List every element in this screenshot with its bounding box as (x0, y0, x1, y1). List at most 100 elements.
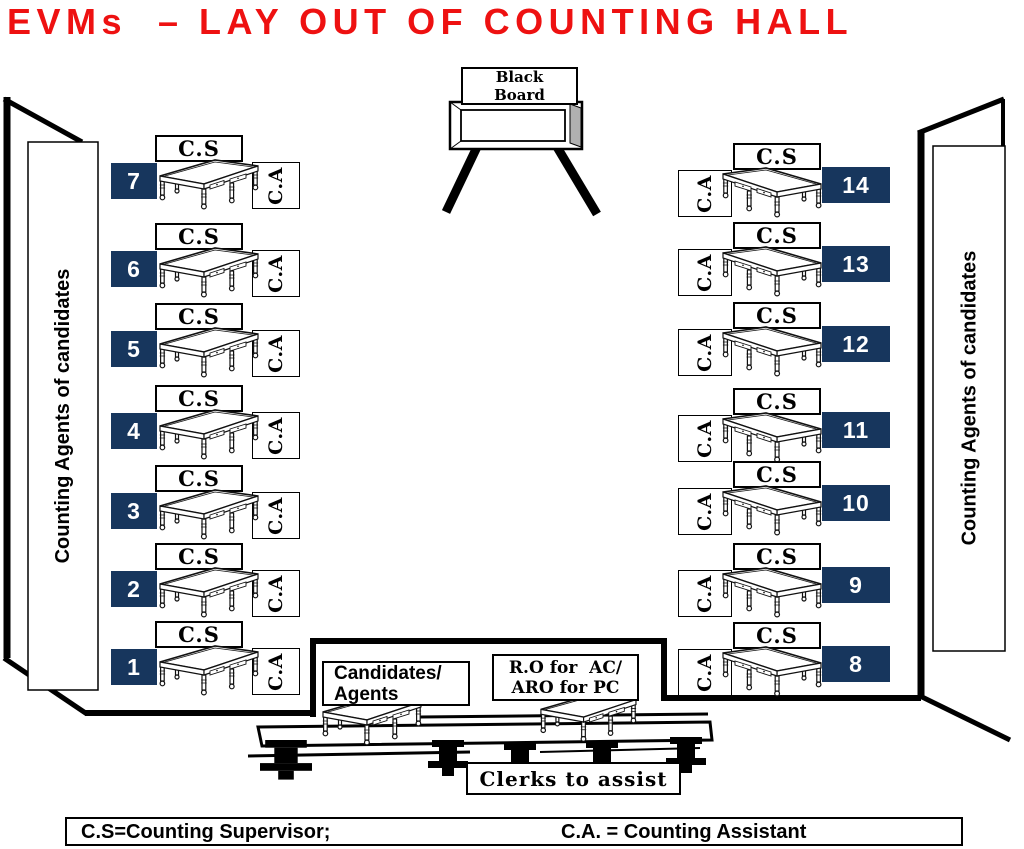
legend-box: C.S=Counting Supervisor; C.A. = Counting… (65, 817, 963, 846)
ca-label-box: C.A (252, 412, 300, 459)
left-wall (2, 96, 99, 717)
table-illustration (159, 327, 259, 378)
table-illustration (159, 567, 259, 618)
table-number-badge: 7 (111, 163, 157, 199)
cs-label: C.S (756, 223, 798, 248)
ca-label: C.A (694, 653, 716, 692)
table-number-badge: 6 (111, 251, 157, 287)
cs-label: C.S (178, 224, 220, 249)
table-unit-1: C.S 1 C.A (110, 621, 330, 703)
table-unit-7: C.S 7 C.A (110, 135, 330, 217)
ro-aro-box: R.O for AC/ ARO for PC (492, 654, 639, 701)
cs-label: C.S (756, 623, 798, 648)
table-number-badge: 8 (822, 646, 890, 682)
blackboard-label-box: Black Board (461, 67, 578, 105)
clerks-label: Clerks to assist (479, 766, 668, 791)
table-illustration (722, 567, 822, 618)
ca-label: C.A (265, 652, 287, 691)
candidates-line1: Candidates/ (334, 663, 442, 684)
right-wall (916, 96, 1012, 743)
ca-label-box: C.A (252, 250, 300, 297)
table-unit-9: C.A C.S 9 (676, 543, 896, 625)
legend-ca: C.A. = Counting Assistant (561, 821, 807, 843)
table-number: 4 (127, 417, 141, 444)
cs-label: C.S (178, 466, 220, 491)
table-number: 1 (127, 653, 141, 680)
ca-label: C.A (265, 496, 287, 535)
table-number-badge: 11 (822, 412, 890, 448)
ca-label: C.A (265, 254, 287, 293)
cs-label: C.S (756, 303, 798, 328)
table-unit-4: C.S 4 C.A (110, 385, 330, 467)
ca-label: C.A (265, 416, 287, 455)
cs-label-box: C.S (155, 621, 243, 648)
ca-label: C.A (694, 492, 716, 531)
table-number: 13 (842, 250, 870, 277)
ca-label: C.A (694, 333, 716, 372)
legend-cs: C.S=Counting Supervisor; (81, 821, 331, 843)
clerks-box: Clerks to assist (466, 762, 681, 795)
table-number-badge: 3 (111, 493, 157, 529)
cs-label-box: C.S (155, 465, 243, 492)
table-number-badge: 10 (822, 485, 890, 521)
cs-label: C.S (178, 622, 220, 647)
table-number-badge: 14 (822, 167, 890, 203)
left-wall-label: Counting Agents of candidates (51, 268, 74, 564)
table-illustration (722, 246, 822, 297)
cs-label-box: C.S (733, 461, 821, 488)
cs-label: C.S (756, 462, 798, 487)
table-number: 3 (127, 497, 141, 524)
table-number-badge: 12 (822, 326, 890, 362)
table-number-badge: 5 (111, 331, 157, 367)
ca-label-box: C.A (252, 162, 300, 209)
ca-label: C.A (694, 574, 716, 613)
cs-label: C.S (178, 544, 220, 569)
cs-label: C.S (178, 136, 220, 161)
ca-label: C.A (265, 166, 287, 205)
cs-label-box: C.S (733, 302, 821, 329)
ca-label-box: C.A (252, 492, 300, 539)
ca-label-box: C.A (252, 330, 300, 377)
table-unit-6: C.S 6 C.A (110, 223, 330, 305)
cs-label-box: C.S (155, 385, 243, 412)
candidates-agents-box: Candidates/ Agents (322, 661, 470, 706)
table-number: 12 (842, 330, 870, 357)
cs-label-box: C.S (733, 622, 821, 649)
table-number: 9 (849, 571, 863, 598)
cs-label: C.S (756, 144, 798, 169)
table-illustration (159, 489, 259, 540)
ro-line2: ARO for PC (511, 677, 620, 698)
table-unit-14: C.A C.S 14 (676, 143, 896, 225)
table-number: 14 (842, 171, 870, 198)
blackboard-label-line1: Black (495, 68, 544, 86)
table-unit-11: C.A C.S 11 (676, 388, 896, 470)
table-number-badge: 9 (822, 567, 890, 603)
table-unit-13: C.A C.S 13 (676, 222, 896, 304)
table-illustration (159, 645, 259, 696)
table-number-badge: 1 (111, 649, 157, 685)
ca-label: C.A (265, 574, 287, 613)
cs-label-box: C.S (155, 543, 243, 570)
table-number-badge: 4 (111, 413, 157, 449)
cs-label: C.S (178, 386, 220, 411)
table-number: 6 (127, 255, 141, 282)
table-number-badge: 13 (822, 246, 890, 282)
cs-label-box: C.S (155, 303, 243, 330)
ro-line1: R.O for AC/ (508, 657, 623, 678)
table-unit-2: C.S 2 C.A (110, 543, 330, 625)
cs-label-box: C.S (733, 388, 821, 415)
ca-label: C.A (694, 419, 716, 458)
cs-label-box: C.S (733, 143, 821, 170)
table-number-badge: 2 (111, 571, 157, 607)
ca-label: C.A (694, 253, 716, 292)
cs-label-box: C.S (733, 222, 821, 249)
page-title: EVMs – LAY OUT OF COUNTING HALL (7, 1, 854, 42)
table-unit-10: C.A C.S 10 (676, 461, 896, 543)
table-illustration (159, 409, 259, 460)
table-illustration (159, 159, 259, 210)
right-wall-label: Counting Agents of candidates (958, 250, 980, 546)
table-illustration (722, 485, 822, 536)
table-unit-8: C.A C.S 8 (676, 622, 896, 704)
